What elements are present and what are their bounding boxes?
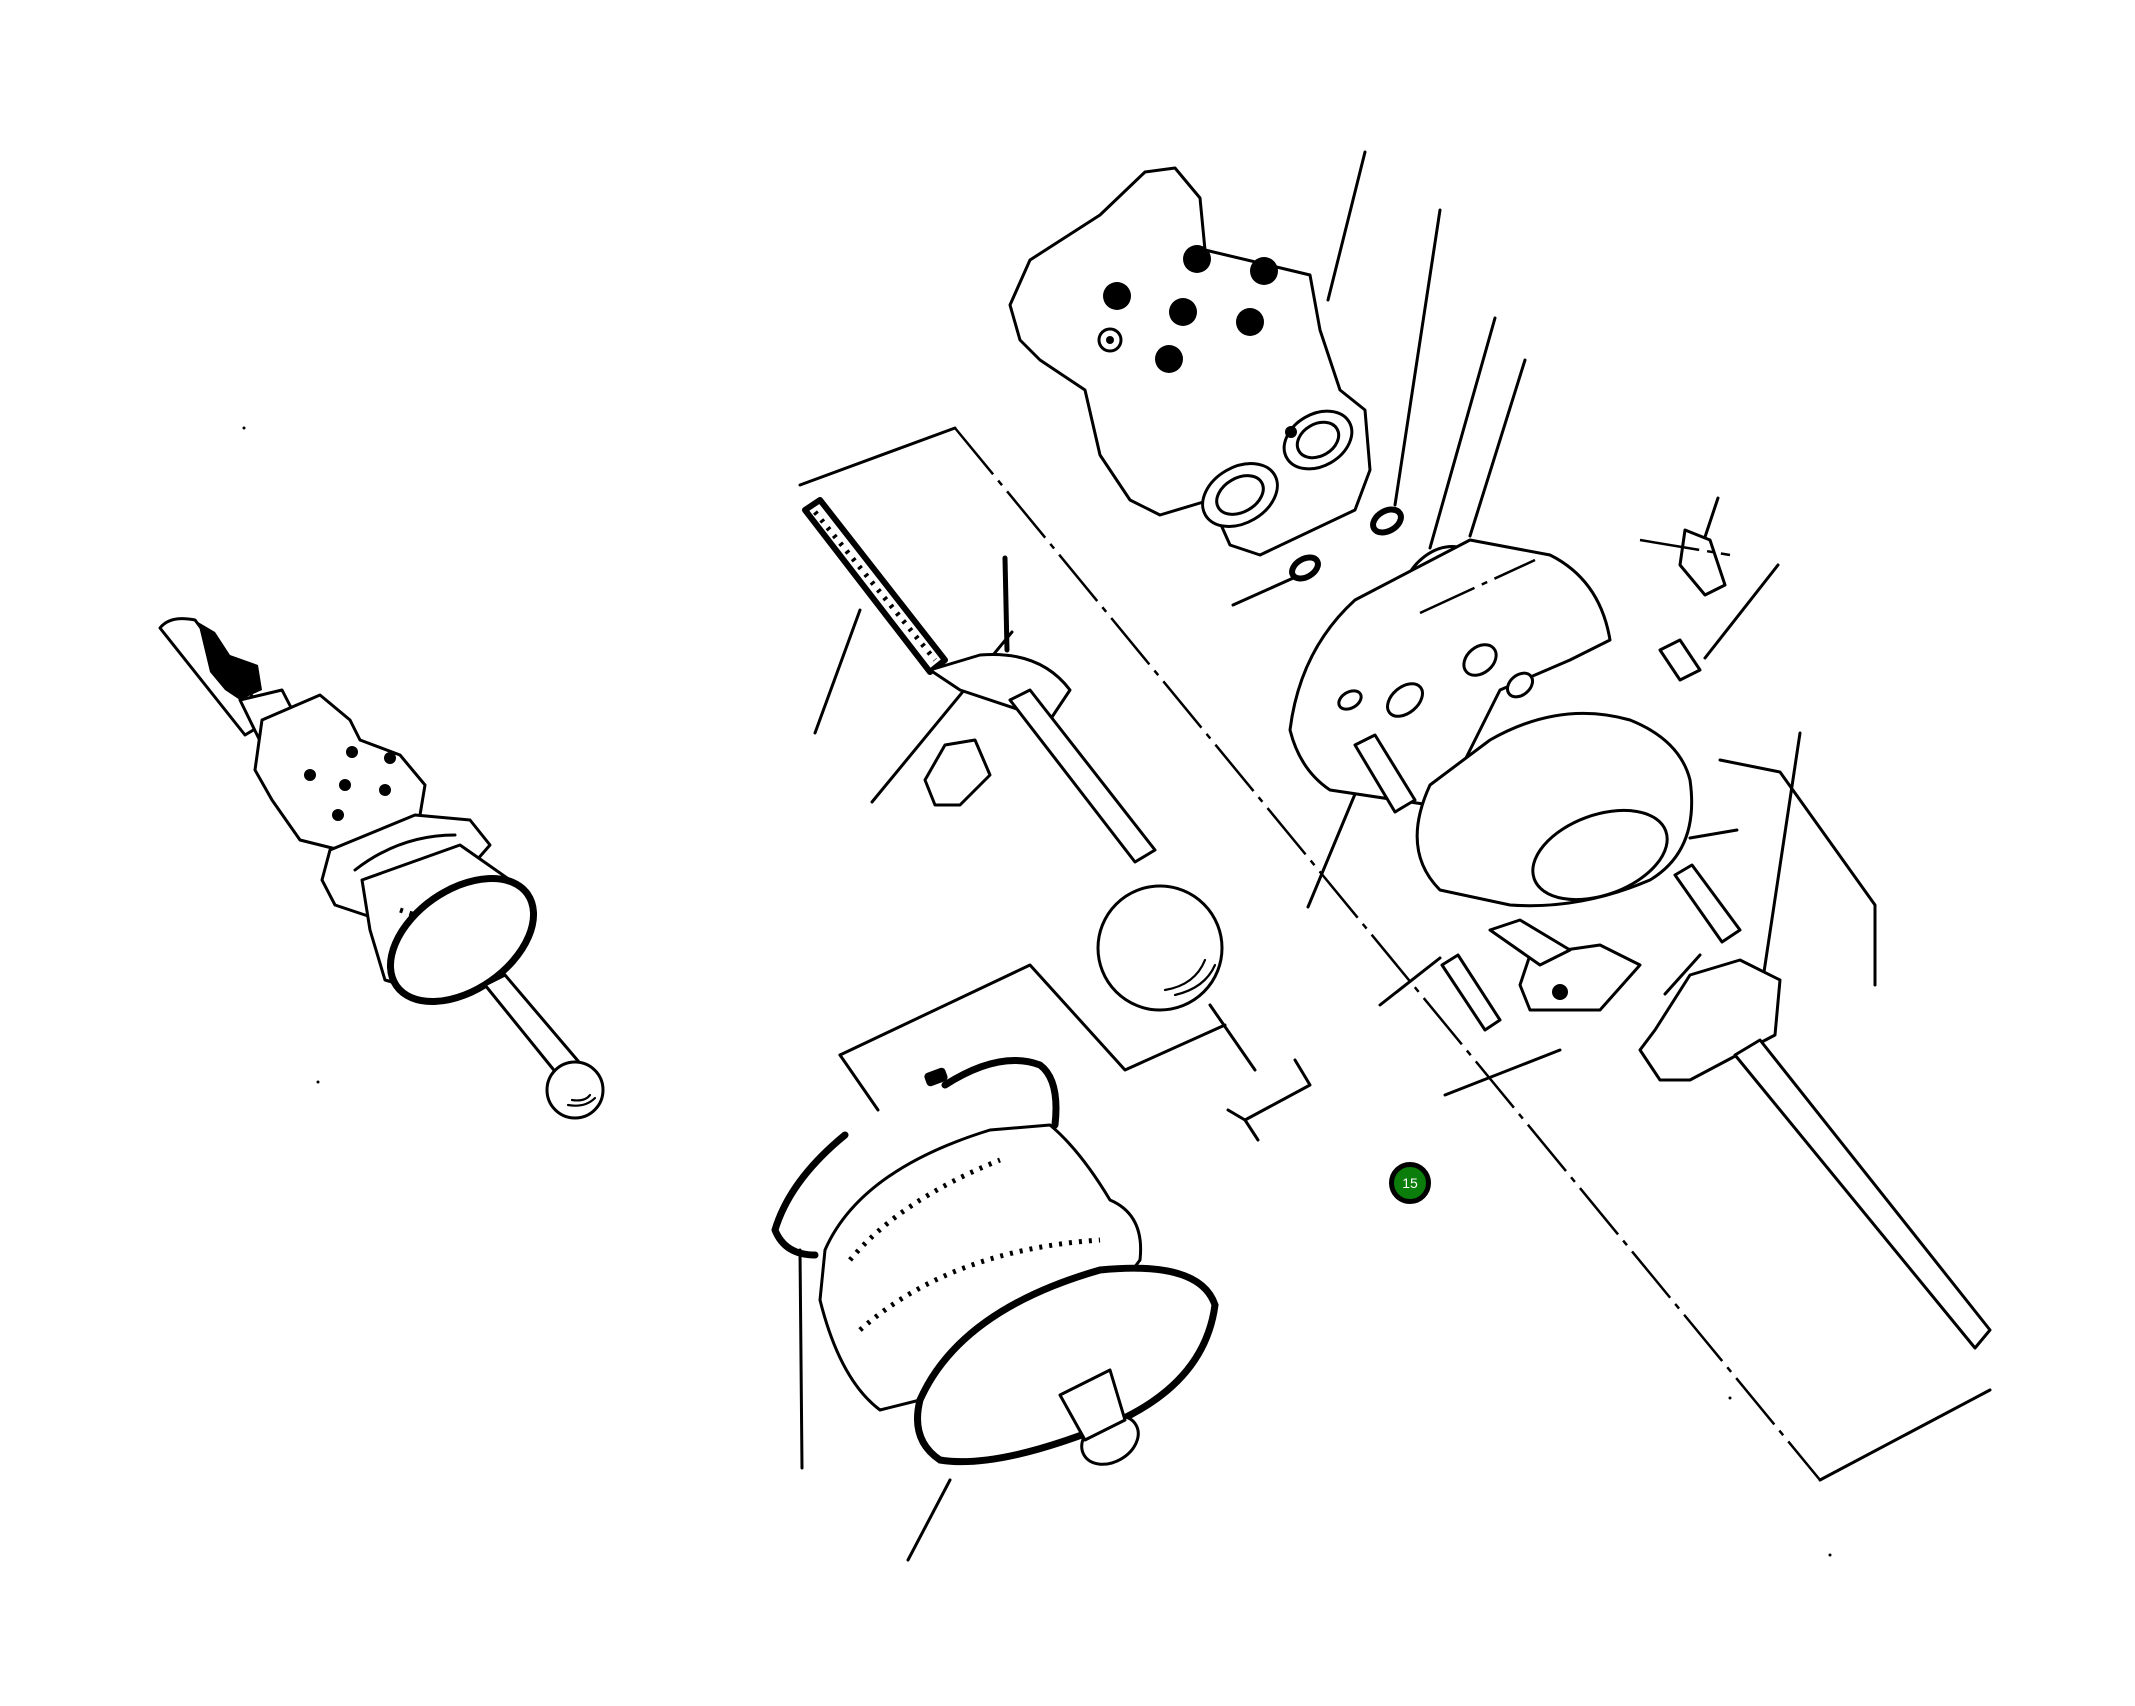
lever-assembly <box>838 555 1312 1142</box>
assembled-joystick <box>158 617 605 1120</box>
valve-body <box>1008 166 1372 557</box>
section-lines <box>798 426 1992 1482</box>
lever-rod <box>1733 1038 1992 1350</box>
retaining-ring <box>771 1131 849 1259</box>
rubber-boot <box>818 1123 1219 1466</box>
callout-badge-15[interactable]: 15 <box>1389 1162 1431 1204</box>
cap-screws <box>1353 528 1742 1032</box>
collar <box>1415 711 1694 908</box>
wire-harness <box>838 1053 1060 1129</box>
spring <box>802 497 948 675</box>
